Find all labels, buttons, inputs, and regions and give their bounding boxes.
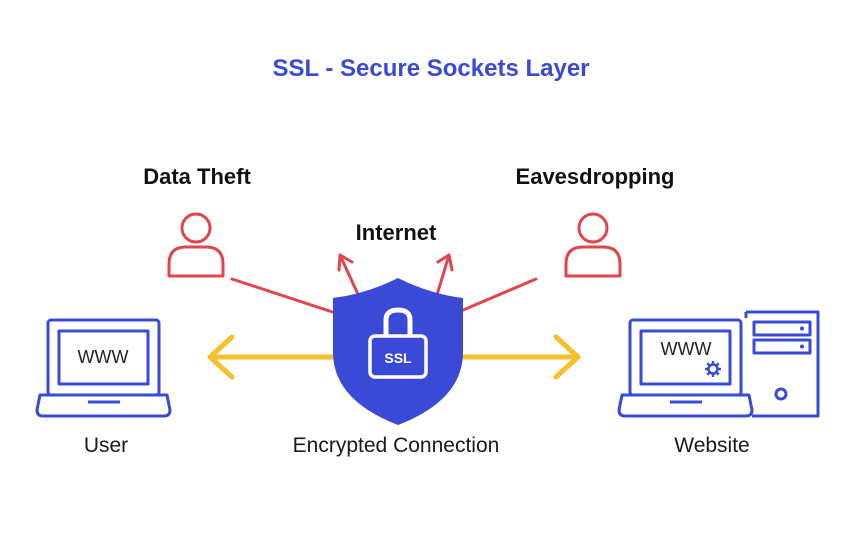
internet-label: Internet [355, 220, 437, 245]
website-screen-text: WWW [661, 339, 712, 359]
laptop-icon [35, 318, 172, 418]
user-screen-text: WWW [78, 347, 129, 367]
user-label: User [83, 434, 129, 457]
gear-icon [705, 361, 721, 377]
eavesdropping-label: Eavesdropping [515, 164, 675, 189]
server-tower-icon [744, 310, 820, 418]
connection-arrow-left [207, 334, 353, 380]
encrypted-connection-label: Encrypted Connection [292, 434, 500, 457]
website-label: Website [674, 434, 750, 457]
server-status-lights [800, 326, 804, 349]
desktop-computer-icon [617, 318, 754, 418]
person-icon [564, 212, 622, 278]
shield-lock-icon [333, 278, 463, 425]
person-icon [167, 212, 225, 278]
data-theft-label: Data Theft [143, 164, 251, 189]
page-title: SSL - Secure Sockets Layer [272, 55, 590, 82]
shield-ssl-text: SSL [384, 350, 412, 366]
